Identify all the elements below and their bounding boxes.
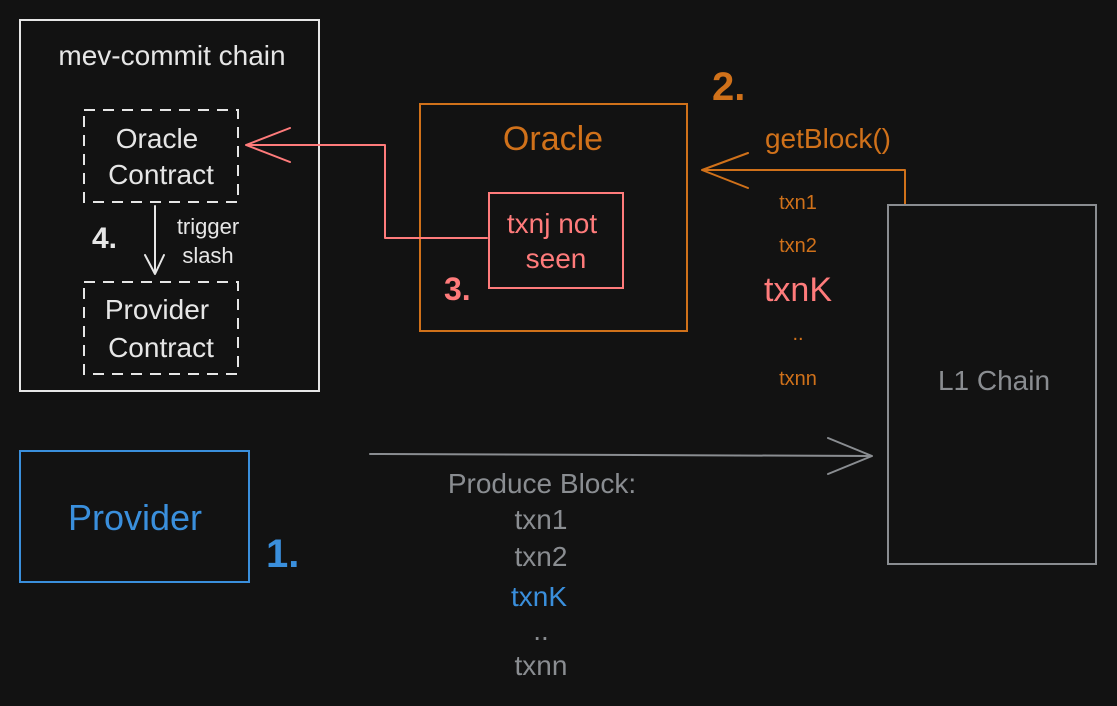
oracle-txn-1: txn1	[779, 192, 817, 214]
step-2-label: 2.	[712, 65, 745, 109]
get-block-arrow	[701, 152, 906, 205]
produce-block-label: Produce Block:	[448, 468, 636, 499]
oracle-contract-label-line2: Contract	[108, 159, 214, 190]
l1-chain-title: L1 Chain	[938, 365, 1050, 396]
txnj-not-seen-line2: seen	[526, 243, 587, 274]
oracle-contract-label-line1: Oracle	[116, 123, 198, 154]
produce-txn-ellipsis: ..	[533, 615, 549, 646]
slash-report-arrow	[245, 127, 488, 239]
txnj-not-seen-line1: txnj not	[507, 208, 597, 239]
produce-block-arrow	[369, 437, 873, 475]
step-1-label: 1.	[266, 532, 299, 576]
provider-box	[19, 450, 250, 583]
oracle-txn-k: txnK	[764, 271, 832, 309]
provider-contract-label-line2: Contract	[108, 332, 214, 363]
oracle-txn-n: txnn	[779, 368, 817, 390]
produce-txn-n: txnn	[515, 650, 568, 681]
provider-title: Provider	[68, 497, 202, 538]
oracle-txn-2: txn2	[779, 235, 817, 257]
trigger-label: trigger	[177, 214, 239, 239]
slash-label: slash	[182, 243, 233, 268]
produce-txn-1: txn1	[515, 504, 568, 535]
mev-commit-chain-box	[19, 19, 320, 392]
step-3-label: 3.	[444, 271, 471, 307]
oracle-contract-box	[83, 109, 239, 203]
produce-txn-k: txnK	[511, 581, 567, 612]
oracle-title: Oracle	[503, 120, 603, 158]
mev-commit-chain-title: mev-commit chain	[58, 40, 285, 71]
trigger-slash-arrow	[144, 205, 165, 275]
l1-chain-box	[887, 204, 1097, 565]
produce-txn-2: txn2	[515, 541, 568, 572]
get-block-label: getBlock()	[765, 123, 891, 154]
oracle-txn-ellipsis: ..	[792, 323, 803, 345]
oracle-box	[419, 103, 688, 332]
provider-contract-label-line1: Provider	[105, 294, 209, 325]
txnj-not-seen-box	[488, 192, 624, 289]
provider-contract-box	[83, 281, 239, 375]
step-4-label: 4.	[92, 222, 117, 255]
